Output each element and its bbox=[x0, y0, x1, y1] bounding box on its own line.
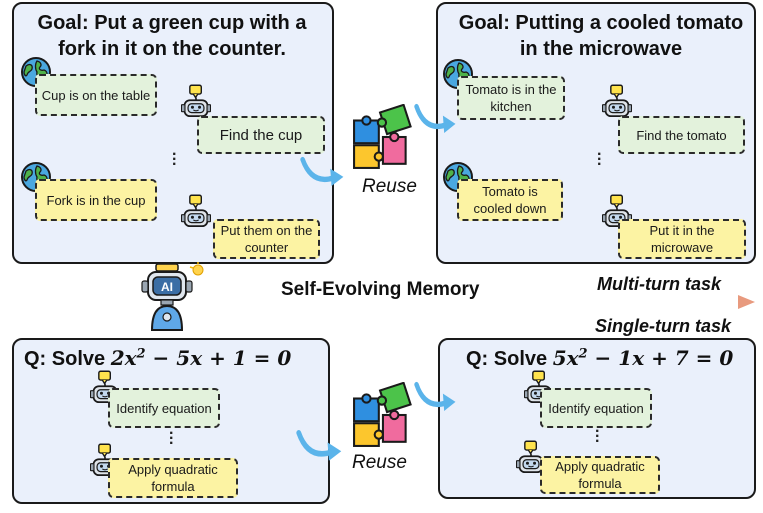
panel-bottom-right: Q: Solve 5x2 − 1x + 7 = 0 Identify equat… bbox=[438, 338, 756, 499]
puzzle-icon bbox=[352, 382, 418, 448]
ellipsis: ··· bbox=[597, 146, 603, 173]
question-equation: 5x2 − 1x + 7 = 0 bbox=[552, 346, 734, 370]
reuse-label: Reuse bbox=[352, 452, 407, 473]
robot-icon bbox=[181, 194, 211, 230]
question-title: Q: Solve 5x2 − 1x + 7 = 0 bbox=[466, 346, 733, 371]
goal-title: Goal: Put a green cup with a fork in it … bbox=[37, 12, 307, 60]
environment-observation-box: Cup is on the table bbox=[35, 74, 157, 116]
agent-action-box: Find the cup bbox=[197, 116, 325, 154]
robot-icon bbox=[181, 84, 211, 120]
reuse-arrow-in bbox=[296, 428, 344, 464]
question-prefix: Q: Solve bbox=[24, 348, 106, 370]
memory-timeline bbox=[14, 295, 755, 309]
panel-bottom-left: Q: Solve 2x2 − 5x + 1 = 0 Identify equat… bbox=[12, 338, 330, 504]
single-turn-label: Single-turn task bbox=[595, 316, 732, 336]
question-prefix: Q: Solve bbox=[466, 348, 548, 370]
ellipsis: ··· bbox=[595, 423, 601, 450]
reuse-arrow-out bbox=[414, 102, 458, 136]
panel-top-right: Goal: Putting a cooled tomato in the mic… bbox=[436, 2, 756, 264]
panel-top-left: Goal: Put a green cup with a fork in it … bbox=[12, 2, 334, 264]
ai-robot-icon: AI bbox=[141, 262, 204, 331]
reuse-label: Reuse bbox=[362, 176, 417, 197]
ai-badge-text: AI bbox=[161, 280, 173, 294]
environment-observation-box: Tomato is in the kitchen bbox=[457, 76, 565, 120]
agent-action-box: Identify equation bbox=[108, 388, 220, 428]
question-equation: 2x2 − 5x + 1 = 0 bbox=[110, 346, 292, 370]
puzzle-icon bbox=[352, 104, 418, 170]
question-title: Q: Solve 2x2 − 5x + 1 = 0 bbox=[24, 346, 291, 371]
agent-action-box: Apply quadratic formula bbox=[540, 456, 660, 494]
environment-observation-box: Tomato is cooled down bbox=[457, 179, 563, 221]
agent-action-box: Identify equation bbox=[540, 388, 652, 428]
memory-label: Self-Evolving Memory bbox=[281, 279, 480, 300]
ellipsis: ··· bbox=[172, 146, 178, 173]
agent-action-box: Find the tomato bbox=[618, 116, 745, 154]
reuse-arrow-out bbox=[414, 380, 458, 414]
robot-icon bbox=[602, 84, 632, 120]
multi-turn-label: Multi-turn task bbox=[597, 274, 721, 294]
agent-action-box: Apply quadratic formula bbox=[108, 458, 238, 498]
agent-action-box: Put them on the counter bbox=[213, 219, 320, 259]
reuse-arrow-in bbox=[300, 155, 346, 189]
environment-observation-box: Fork is in the cup bbox=[35, 179, 157, 221]
goal-title: Goal: Putting a cooled tomato in the mic… bbox=[458, 12, 744, 60]
agent-action-box: Put it in the microwave bbox=[618, 219, 746, 259]
ellipsis: ··· bbox=[169, 425, 175, 452]
